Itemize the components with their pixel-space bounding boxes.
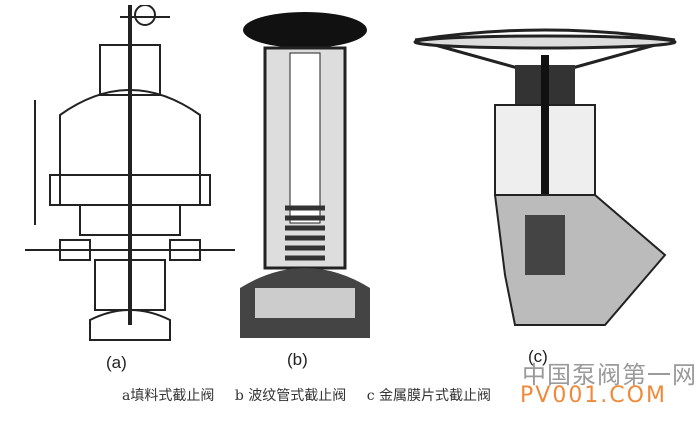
label-b: (b) (287, 350, 308, 369)
watermark-url: PV001.COM (520, 383, 667, 408)
bellows-globe-valve-drawing (240, 12, 370, 338)
figure-caption: a填料式截止阀 b 波纹管式截止阀 c 金属膜片式截止阀 (122, 385, 507, 405)
label-c: (c) (528, 347, 548, 366)
label-a: (a) (106, 353, 127, 372)
caption-a: a填料式截止阀 (122, 388, 215, 404)
diaphragm-globe-valve-drawing (413, 28, 677, 326)
caption-b: b 波纹管式截止阀 (234, 388, 347, 404)
watermark-cn: 中国泵阀第一网 (522, 361, 697, 389)
caption-c: c 金属膜片式截止阀 (366, 388, 491, 404)
packing-globe-valve-drawing (25, 5, 235, 341)
